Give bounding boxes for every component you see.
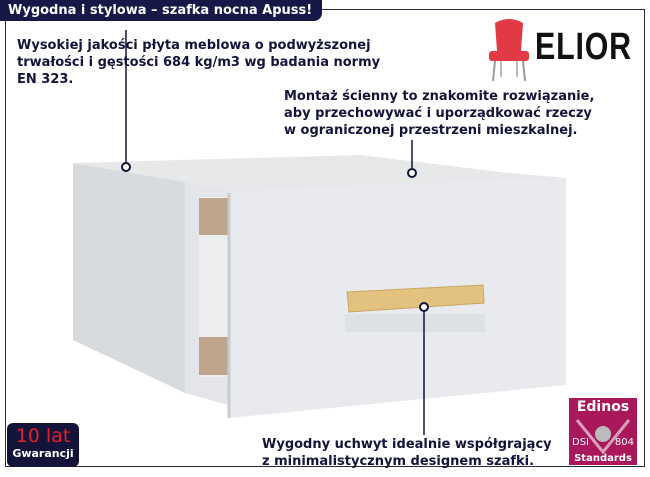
frame [5, 9, 645, 467]
callout-line: aby przechowywać i uporządkować rzeczy [284, 106, 592, 121]
mounting-callout: Montaż ścienny to znakomite rozwiązanie,… [284, 88, 594, 139]
marker [419, 302, 429, 312]
shadow [345, 314, 485, 332]
certificate-left: DSI [572, 437, 589, 448]
certificate-emblem-icon [575, 419, 631, 455]
page-title: Wygodna i stylowa – szafka nocna Apuss! [0, 0, 323, 21]
certificate-right: 804 [614, 437, 634, 448]
handle [346, 284, 485, 313]
callout-line: w ograniczonej przestrzeni mieszkalnej. [284, 123, 578, 138]
material-callout: Wysokiej jakości płyta meblowa o podwyżs… [17, 37, 380, 88]
cabinet-top [73, 155, 566, 192]
certificate-badge: Edinos DSI 804 Standards [569, 398, 637, 465]
warranty-label: Gwarancji [12, 447, 74, 460]
callout-line: trwałości i gęstości 684 kg/m3 wg badani… [17, 55, 381, 70]
callout-line: EN 323. [17, 72, 74, 87]
warranty-years: 10 lat [15, 425, 71, 447]
chair-icon [489, 19, 529, 82]
warranty-badge: 10 lat Gwarancji [7, 423, 79, 467]
brand-logo: ELIOR [535, 26, 632, 68]
marker [121, 162, 131, 172]
cabinet-side [73, 163, 185, 393]
marker [407, 168, 417, 178]
callout-line: Wygodny uchwyt idealnie współgrający [262, 437, 552, 452]
handle-callout: Wygodny uchwyt idealnie współgrający z m… [262, 436, 552, 470]
certificate-name: Edinos [576, 399, 630, 415]
callout-line: z minimalistycznym designem szafki. [262, 454, 535, 469]
certificate-label: Standards [574, 453, 632, 464]
callout-line: Montaż ścienny to znakomite rozwiązanie, [284, 89, 595, 104]
callout-line: Wysokiej jakości płyta meblowa o podwyżs… [17, 38, 371, 53]
